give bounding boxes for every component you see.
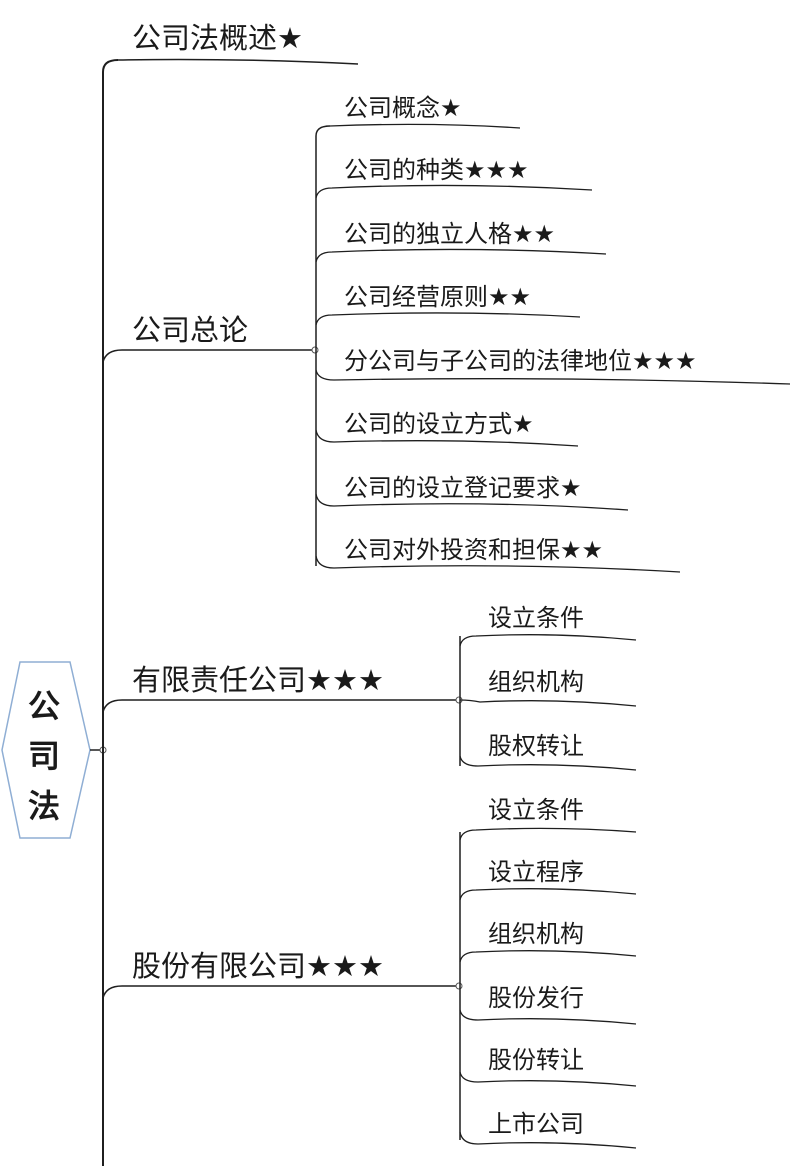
root-node: 公 司 法 [22, 681, 66, 831]
leaf-node: 上市公司 [488, 1110, 584, 1138]
branch-underline-4 [102, 985, 456, 999]
leaf-node: 公司经营原则★★ [344, 283, 532, 311]
root-char: 司 [27, 737, 60, 775]
leaf-node: 分公司与子公司的法律地位★★★ [344, 347, 697, 375]
leaf-node: 组织机构 [488, 920, 584, 948]
branch-underline-1 [117, 58, 359, 65]
root-char: 公 [27, 687, 60, 725]
leaf-node: 设立程序 [488, 858, 584, 886]
sub-spine-2 [315, 125, 331, 566]
leaf-node: 公司的设立登记要求★ [344, 474, 582, 502]
leaf-node: 组织机构 [488, 668, 584, 696]
branch-underline-2 [102, 349, 312, 363]
leaf-node: 公司的设立方式★ [344, 410, 534, 438]
branch-node: 公司法概述★ [132, 21, 303, 55]
branch-node: 股份有限公司★★★ [132, 949, 384, 983]
leaf-node: 股份发行 [488, 984, 584, 1012]
leaf-node: 股权转让 [488, 732, 584, 760]
leaf-node: 设立条件 [488, 796, 584, 824]
leaf-node: 公司对外投资和担保★★ [344, 536, 604, 564]
branch-node: 公司总论 [132, 313, 249, 347]
leaf-node: 公司的种类★★★ [344, 156, 529, 184]
main-spine [102, 59, 119, 1166]
root-box [1, 661, 91, 839]
leaf-node: 公司概念★ [344, 94, 462, 122]
branch-underline-3 [102, 699, 456, 713]
leaf-node: 股份转让 [488, 1046, 584, 1074]
leaf-node: 公司的独立人格★★ [344, 220, 556, 248]
leaf-node: 设立条件 [488, 604, 584, 632]
root-char: 法 [27, 787, 60, 825]
branch-node: 有限责任公司★★★ [132, 663, 384, 697]
